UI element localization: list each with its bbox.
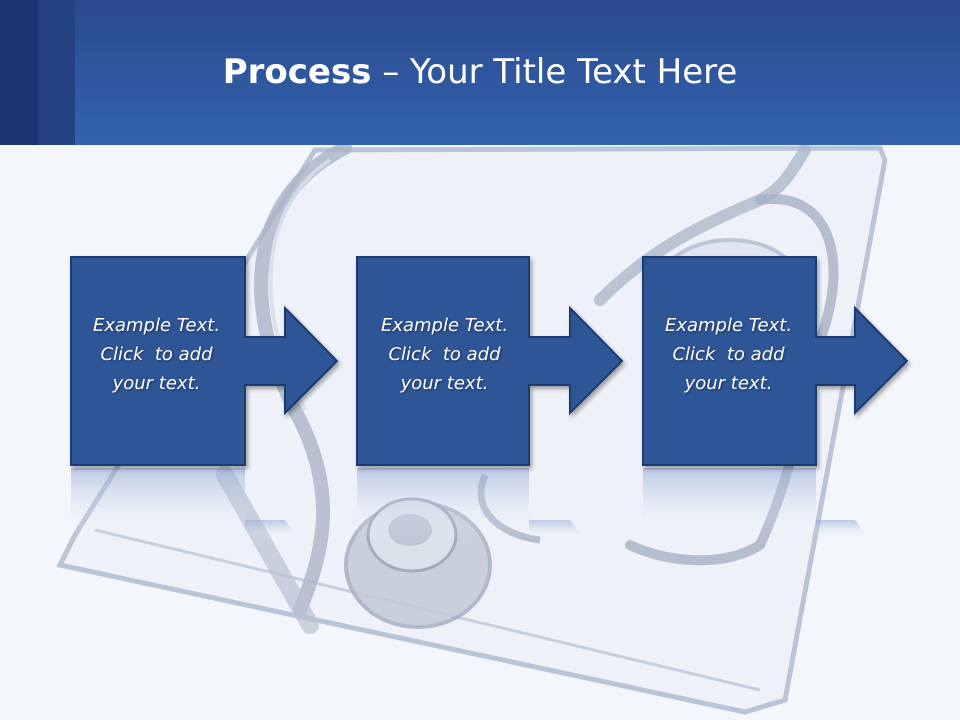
title-bar	[0, 0, 960, 145]
step-text-line: Example Text.	[92, 315, 221, 336]
title-bold: Process	[222, 52, 372, 92]
arrow-right-icon	[244, 305, 339, 416]
title-rest: – Your Title Text Here	[371, 52, 738, 92]
slide-title[interactable]: Process – Your Title Text Here	[0, 52, 960, 92]
header-accent-band	[0, 0, 38, 145]
process-step-2[interactable]	[356, 256, 624, 466]
process-step-1[interactable]	[70, 256, 339, 466]
step-reflections	[71, 468, 870, 540]
step-joint	[527, 338, 531, 384]
header-accent-band-2	[38, 0, 75, 145]
step-joint	[243, 338, 247, 384]
step-text-line: Click to add	[100, 344, 213, 365]
step-joint	[814, 338, 818, 384]
step-box	[70, 256, 246, 466]
step-box	[642, 256, 817, 466]
step-text-line: Click to add	[672, 344, 785, 365]
step-1-text[interactable]: Example Text. Click to add your text.	[69, 311, 244, 398]
step-text-line: your text.	[400, 373, 489, 394]
step-text-line: Click to add	[388, 344, 501, 365]
step-2-text[interactable]: Example Text. Click to add your text.	[357, 311, 532, 398]
arrow-right-icon	[815, 305, 909, 416]
arrow-right-icon	[528, 305, 624, 416]
step-3-text[interactable]: Example Text. Click to add your text.	[641, 311, 816, 398]
step-text-line: Example Text.	[380, 315, 509, 336]
step-text-line: Example Text.	[664, 315, 793, 336]
process-step-3[interactable]	[642, 256, 909, 466]
step-text-line: your text.	[684, 373, 773, 394]
step-text-line: your text.	[112, 373, 201, 394]
